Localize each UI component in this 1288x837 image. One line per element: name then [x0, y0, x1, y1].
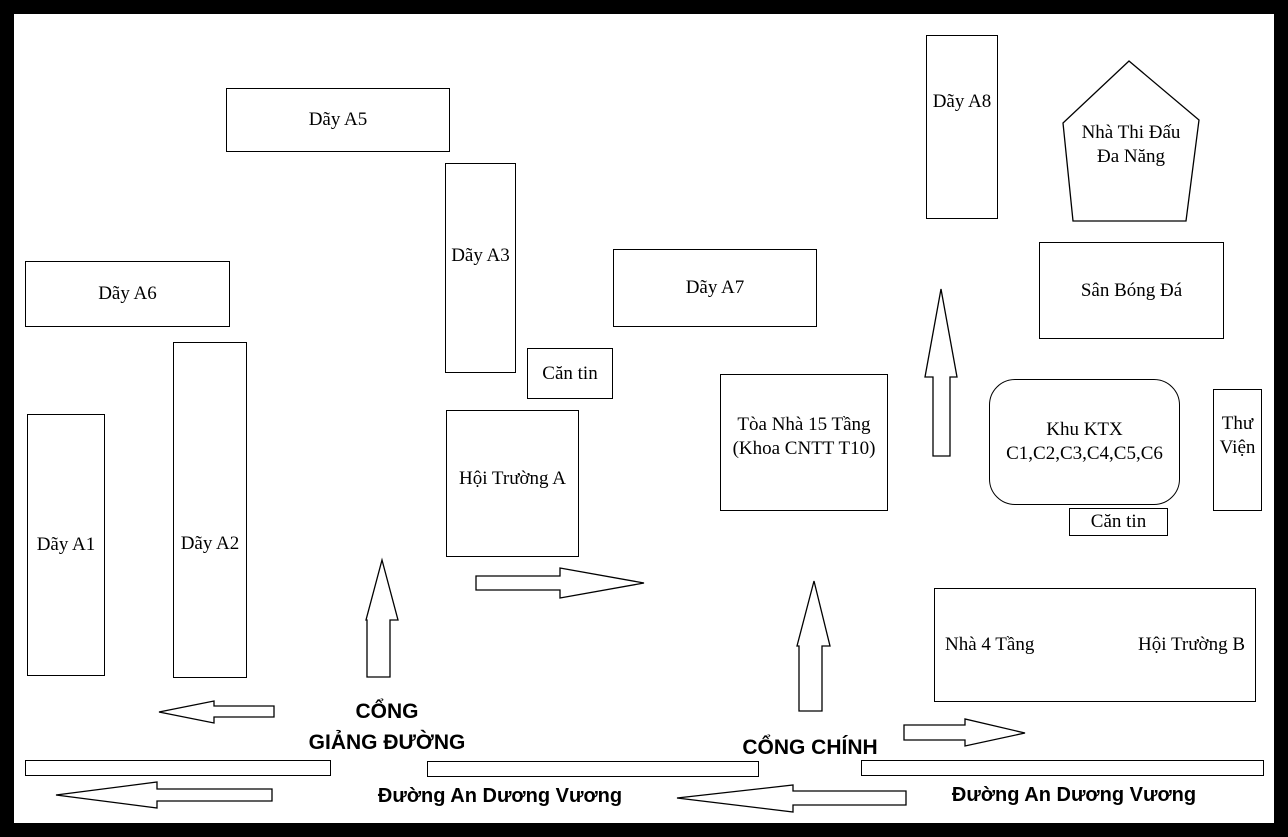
- arrow-up-main-gate: [796, 580, 831, 712]
- library-line1: Thư: [1221, 413, 1254, 435]
- arrow-right-hall-a: [475, 567, 645, 599]
- building-a8-label: Dãy A8: [932, 91, 992, 112]
- hall-a[interactable]: Hội Trường A: [446, 410, 579, 557]
- library[interactable]: Thư Viện: [1213, 389, 1262, 511]
- arena-pentagon: [1062, 60, 1200, 222]
- road-segment-left: [25, 760, 331, 776]
- football-field-label: Sân Bóng Đá: [1080, 279, 1183, 301]
- dormitory-line2: C1,C2,C3,C4,C5,C6: [1006, 443, 1163, 464]
- hall-a-label: Hội Trường A: [459, 467, 566, 489]
- library-line2: Viện: [1219, 437, 1256, 458]
- canteen-1[interactable]: Căn tin: [527, 348, 613, 399]
- canteen-1-label: Căn tin: [542, 362, 598, 384]
- building-a6-label: Dãy A6: [98, 283, 157, 305]
- building-a7[interactable]: Dãy A7: [613, 249, 817, 327]
- main-gate-label: CỔNG CHÍNH: [742, 736, 878, 759]
- dormitory[interactable]: Khu KTX C1,C2,C3,C4,C5,C6: [989, 379, 1180, 505]
- tower-15-floors-line2: (Khoa CNTT T10): [732, 437, 876, 459]
- lecture-gate-label: CỔNG GIẢNG ĐƯỜNG: [282, 696, 492, 758]
- arrow-left-street-1: [55, 781, 273, 809]
- building-a1-label: Dãy A1: [36, 534, 96, 556]
- building-4f-hall-b[interactable]: Nhà 4 Tầng Hội Trường B: [934, 588, 1256, 702]
- tower-15-floors-line1: Tòa Nhà 15 Tầng: [737, 413, 871, 435]
- canteen-2-label: Căn tin: [1090, 511, 1147, 533]
- arrow-left-street-2: [676, 784, 907, 813]
- street-label-left: Đường An Dương Vương: [377, 785, 623, 807]
- football-field[interactable]: Sân Bóng Đá: [1039, 242, 1224, 339]
- road-segment-middle: [427, 761, 759, 777]
- arrow-up-lecture-gate: [365, 557, 399, 678]
- lecture-gate-line1: CỔNG: [355, 700, 419, 723]
- arena-line1: Nhà Thi Đấu: [1081, 122, 1181, 144]
- building-a5-label: Dãy A5: [308, 109, 368, 131]
- dormitory-line1: Khu KTX: [1046, 419, 1123, 441]
- building-a8[interactable]: Dãy A8: [926, 35, 998, 219]
- lecture-gate-line2: GIẢNG ĐƯỜNG: [308, 731, 466, 754]
- arrow-right-bottom: [903, 718, 1026, 747]
- building-a2[interactable]: Dãy A2: [173, 342, 247, 678]
- building-a7-label: Dãy A7: [685, 277, 745, 299]
- street-label-right: Đường An Dương Vương: [951, 784, 1197, 806]
- tower-15-floors[interactable]: Tòa Nhà 15 Tầng (Khoa CNTT T10): [720, 374, 888, 511]
- arena-line2: Đa Năng: [1096, 146, 1166, 167]
- arrow-up-right: [924, 288, 958, 457]
- building-a3[interactable]: Dãy A3: [445, 163, 516, 373]
- road-segment-right: [861, 760, 1264, 776]
- building-a2-label: Dãy A2: [180, 533, 240, 555]
- building-a3-label: Dãy A3: [451, 245, 510, 266]
- canteen-2[interactable]: Căn tin: [1069, 508, 1168, 536]
- building-4f-label: Nhà 4 Tầng: [945, 634, 1035, 656]
- arena-label[interactable]: Nhà Thi Đấu Đa Năng: [1063, 110, 1199, 180]
- building-a5[interactable]: Dãy A5: [226, 88, 450, 152]
- building-a1[interactable]: Dãy A1: [27, 414, 105, 676]
- building-a6[interactable]: Dãy A6: [25, 261, 230, 327]
- arrow-left-lecture: [158, 700, 275, 724]
- hall-b-label: Hội Trường B: [1138, 634, 1245, 656]
